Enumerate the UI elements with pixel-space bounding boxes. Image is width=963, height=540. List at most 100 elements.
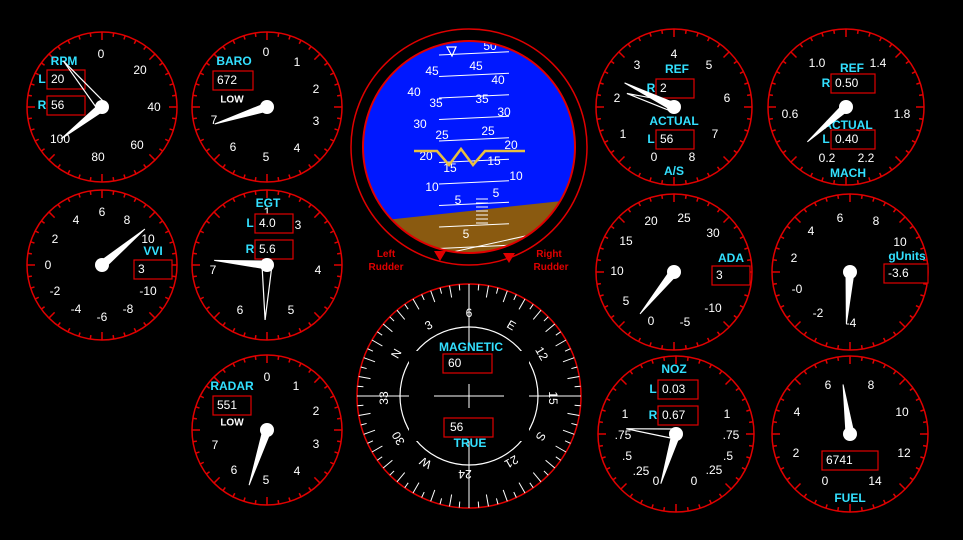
as-value-box bbox=[655, 129, 695, 150]
scale-tick bbox=[337, 252, 342, 255]
scale-tick bbox=[67, 39, 71, 45]
scale-tick bbox=[706, 337, 711, 342]
mach-value-box bbox=[830, 73, 876, 94]
right-rudder-label: Rudder bbox=[534, 262, 569, 273]
pitch-line bbox=[439, 267, 509, 270]
scale-tick bbox=[199, 296, 205, 300]
needle-hub bbox=[95, 258, 109, 272]
compass-tick bbox=[360, 366, 367, 370]
pitch-label: 20 bbox=[419, 149, 433, 163]
scale-tick bbox=[661, 179, 664, 185]
scale-tick bbox=[892, 331, 897, 336]
scale-label: 6 bbox=[237, 303, 244, 317]
scale-tick bbox=[323, 62, 329, 66]
scale-tick bbox=[837, 356, 840, 362]
scale-tick bbox=[739, 70, 744, 75]
scale-tick bbox=[213, 211, 221, 219]
adi-outer-bezel bbox=[350, 28, 588, 266]
scale-tick bbox=[637, 202, 642, 207]
scale-tick bbox=[698, 359, 701, 364]
scale-tick bbox=[911, 139, 916, 144]
scale-tick bbox=[277, 355, 280, 360]
scale-label: 6 bbox=[230, 140, 237, 154]
scale-tick bbox=[164, 72, 170, 76]
rpm-value: 56 bbox=[51, 98, 65, 112]
scale-tick bbox=[143, 163, 147, 169]
engine-side-label: R bbox=[647, 81, 656, 95]
scale-tick bbox=[78, 174, 81, 179]
gunits-value: -3.6 bbox=[888, 266, 909, 280]
scale-tick bbox=[790, 51, 798, 59]
scale-tick bbox=[909, 314, 914, 319]
scale-label: 7 bbox=[712, 127, 719, 141]
scale-tick bbox=[746, 456, 751, 459]
compass-heading-mark: 21 bbox=[502, 452, 521, 471]
scale-label: 7 bbox=[212, 438, 219, 452]
scale-tick bbox=[337, 94, 342, 97]
scale-tick bbox=[112, 177, 115, 182]
adi-ground bbox=[363, 197, 575, 253]
scale-tick bbox=[809, 172, 814, 177]
scale-tick bbox=[213, 311, 221, 319]
scale-tick bbox=[772, 444, 778, 447]
scale-tick bbox=[89, 335, 92, 340]
scale-label: 1 bbox=[294, 55, 301, 69]
scale-tick bbox=[794, 216, 802, 224]
scale-tick bbox=[724, 482, 732, 490]
scale-label: 2 bbox=[793, 446, 800, 460]
scale-tick bbox=[199, 138, 205, 142]
scale-tick bbox=[133, 197, 137, 203]
scale-tick bbox=[637, 172, 642, 177]
scale-tick bbox=[323, 385, 329, 389]
scale-tick bbox=[780, 304, 785, 309]
scale-tick bbox=[213, 476, 221, 484]
scale-tick bbox=[329, 461, 335, 465]
scale-label: .25 bbox=[706, 463, 723, 477]
scale-label: 1 bbox=[622, 407, 629, 421]
egt-label: EGT bbox=[256, 196, 281, 210]
scale-tick bbox=[337, 440, 342, 443]
compass-tick bbox=[543, 470, 549, 476]
sub-label: REF bbox=[665, 62, 689, 76]
scale-tick bbox=[739, 304, 744, 309]
scale-label: 30 bbox=[706, 226, 720, 240]
scale-tick bbox=[169, 286, 174, 289]
low-indicator: LOW bbox=[220, 95, 244, 106]
pitch-label: 40 bbox=[491, 73, 505, 87]
scale-label: 1 bbox=[264, 205, 271, 219]
scale-tick bbox=[746, 259, 752, 262]
compass-tick bbox=[564, 348, 571, 352]
scale-label: 3 bbox=[313, 437, 320, 451]
pitch-label: 25 bbox=[481, 124, 495, 138]
scale-label: -8 bbox=[123, 302, 134, 316]
scale-tick bbox=[649, 342, 652, 347]
scale-tick bbox=[308, 486, 312, 492]
engine-side-label: R bbox=[246, 242, 255, 256]
compass-tick bbox=[555, 456, 562, 461]
scale-tick bbox=[34, 72, 40, 76]
scale-tick bbox=[308, 368, 312, 374]
scale-tick bbox=[786, 476, 791, 481]
scale-tick bbox=[649, 177, 652, 182]
scale-tick bbox=[708, 499, 713, 504]
scale-tick bbox=[158, 306, 164, 310]
scale-tick bbox=[195, 286, 200, 289]
scale-tick bbox=[606, 397, 611, 402]
compass-tick bbox=[363, 429, 376, 435]
scale-tick bbox=[57, 203, 61, 209]
vvi-label: VVI bbox=[143, 244, 162, 258]
scale-tick bbox=[892, 493, 897, 498]
needle-hub bbox=[843, 427, 857, 441]
scale-tick bbox=[775, 294, 780, 297]
scale-tick bbox=[744, 82, 749, 85]
radar-value-box bbox=[212, 395, 252, 416]
scale-tick bbox=[882, 337, 887, 342]
compass-tick bbox=[396, 309, 406, 320]
scale-tick bbox=[133, 169, 137, 175]
scale-label: -5 bbox=[680, 315, 691, 329]
scale-tick bbox=[243, 174, 246, 179]
